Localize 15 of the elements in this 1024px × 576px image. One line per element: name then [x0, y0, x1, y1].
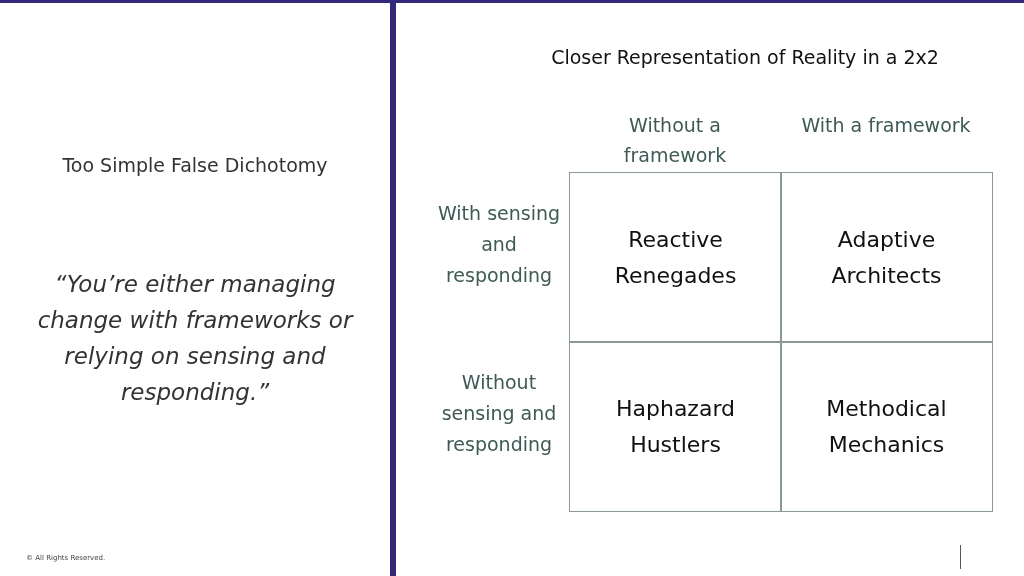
quadrant-cell [569, 172, 782, 343]
quadrant-cell [780, 341, 993, 512]
column-header: Without a framework [622, 113, 728, 168]
quadrant-cell [569, 341, 782, 512]
row-header: With sensing and responding [436, 201, 562, 288]
chart-title: Closer Representation of Reality in a 2x2 [550, 46, 940, 68]
quadrant-label: Reactive Renegades [613, 225, 738, 290]
quadrant-label: Haphazard Hustlers [614, 394, 737, 459]
quadrant-cell [780, 172, 993, 343]
quote-text: “You’re either managing change with frameworks or relying on sensing and responding.” [36, 270, 355, 407]
quadrant-label: Adaptive Architects [830, 225, 943, 290]
quadrant-label: Methodical Mechanics [825, 394, 948, 459]
row-header: Without sensing and responding [440, 370, 558, 457]
section-heading: Too Simple False Dichotomy [61, 154, 329, 176]
column-header: With a framework [800, 113, 972, 138]
